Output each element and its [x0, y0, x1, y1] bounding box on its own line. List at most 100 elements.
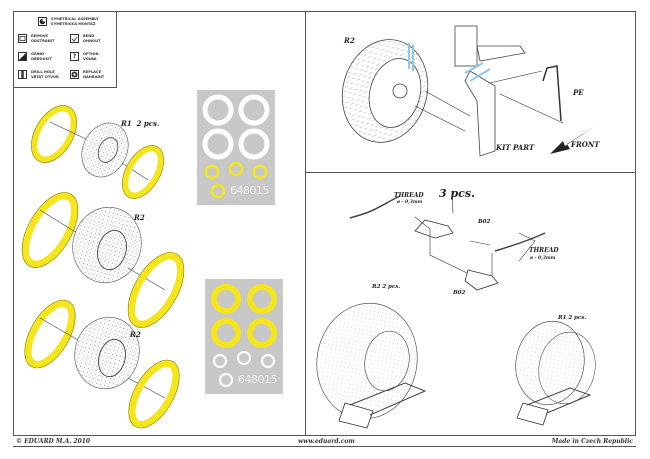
website-link[interactable]: www.eduard.com: [298, 438, 355, 445]
chock-assembled: [338, 402, 374, 429]
thread-triangle: [518, 232, 536, 262]
chock-label: B02: [453, 290, 466, 296]
wheel-r2-assembly-1: [21, 192, 185, 328]
mask-ring-outer-left-edge: [31, 105, 77, 163]
mask-sheet-1: 648015: [197, 90, 275, 205]
legend-label: VOLBA: [83, 56, 97, 61]
thread-spec: ø - 0,3mm: [397, 200, 423, 205]
footer: © EDUARD M.A. 2010 www.eduard.com Made i…: [13, 436, 636, 447]
replace-icon: [70, 70, 79, 79]
wheel-r2-assembly-2: [24, 299, 180, 429]
mask-ring-outer-left: [21, 192, 79, 268]
assembly-arrow: [39, 209, 78, 234]
wheel-r1-tire: [81, 122, 129, 178]
origin-text: Made in Czech Republic: [551, 438, 633, 445]
footer-bottom-line: [13, 446, 636, 447]
legend-label: ODSTRANIT: [31, 38, 55, 43]
vertical-divider: [305, 11, 306, 436]
blue-highlight: [408, 43, 414, 71]
mask-ring-outer-right: [128, 359, 180, 429]
assembly-arrow: [451, 191, 454, 214]
copyright: © EDUARD M.A. 2010: [16, 438, 91, 445]
chock-strap: [526, 387, 592, 414]
thread-label: THREAD: [529, 247, 559, 254]
mask-ring-outer-right-edge: [128, 359, 180, 429]
mask-small-yellow: [252, 164, 268, 180]
legend-label: DRILL HOLE: [31, 70, 55, 74]
wheel-r1-tire-back: [538, 331, 596, 405]
left-panel-drawings: [21, 105, 185, 429]
mask-small-white: [219, 373, 233, 387]
wheel-r1-hub: [97, 137, 119, 163]
blue-highlight: [464, 62, 491, 82]
wheel-label: R2: [134, 213, 145, 222]
mask-large-white: [202, 128, 234, 160]
mask-ring-outer-right-edge: [122, 145, 164, 199]
legend-label: GRIND: [31, 52, 45, 56]
quantity-label: 3 pcs.: [439, 187, 475, 200]
mask-large-yellow: [211, 318, 241, 348]
pe-label: PE: [573, 88, 584, 97]
option-icon: ?: [70, 52, 79, 61]
thread-label: THREAD: [394, 192, 424, 199]
mask-ring-outer-left: [31, 105, 77, 163]
symmetrical-assembly-icon: [38, 17, 47, 26]
assembly-arrow: [121, 162, 149, 181]
legend-label: REMOVE: [31, 34, 48, 38]
wheel-label: R2: [344, 36, 355, 45]
mask-large-white: [238, 128, 270, 160]
assembly-arrow: [49, 121, 89, 141]
horizontal-divider: [305, 172, 636, 173]
mask-small-white: [213, 354, 227, 368]
mask-ring-outer-left-edge: [21, 192, 79, 268]
legend-label: SYMETRICAL ASSEMBLY: [51, 17, 99, 21]
legend-label: VRTAT OTVOR: [31, 74, 59, 79]
mask-ring-outer-right: [127, 252, 185, 328]
part-number: R1: [121, 119, 132, 128]
mask-ring-outer-left: [24, 299, 76, 369]
torque-link: [476, 45, 526, 62]
grind-icon: [18, 52, 27, 61]
top-right-drawing: [341, 25, 595, 157]
wheel-r1-assembly: [31, 105, 164, 199]
thread-spec: ø - 0,3mm: [530, 256, 556, 261]
main-wheel-hub: [368, 58, 422, 128]
legend-label: OBROUSIT: [31, 56, 52, 61]
wheel-r2-hub: [97, 229, 127, 271]
thread-2: [494, 232, 546, 252]
assembly-arrow: [127, 377, 166, 399]
legend-label: BEND: [83, 34, 95, 38]
mask-large-yellow: [247, 318, 277, 348]
wheel-r2-tire: [316, 302, 418, 420]
wheel-label: R2: [130, 330, 141, 339]
wheel-label: R1 2 pcs.: [121, 119, 159, 128]
wheel-r1-tire: [515, 320, 585, 406]
quantity: 2 pcs.: [136, 119, 160, 128]
mask-large-yellow: [211, 284, 241, 314]
legend-label: OPTION: [83, 52, 99, 56]
chock-b02-lower: [464, 269, 499, 291]
mask-ring-outer-left-edge: [24, 299, 76, 369]
mask-sheet-2: 648015: [205, 279, 283, 394]
wheel-label: R2 2 pcs.: [372, 284, 401, 290]
legend-label: OHNOUT: [83, 38, 101, 43]
drill-hole-icon: [18, 70, 27, 79]
mask-small-yellow: [210, 183, 226, 199]
leader-line: [489, 70, 543, 84]
mask-small-white: [237, 351, 251, 365]
kit-part-label: KIT PART: [496, 143, 535, 152]
wheel-r2-tire: [74, 316, 140, 390]
chock-b02-upper: [414, 219, 454, 239]
chock-label: B02: [478, 219, 491, 225]
leader-line: [499, 93, 564, 124]
legend-label: REPLACE: [83, 70, 102, 74]
page-frame: [13, 11, 636, 436]
assembly-arrow: [39, 317, 79, 341]
assembly-arrow: [414, 105, 466, 132]
wheel-r2-tire: [72, 206, 142, 284]
kit-part-bracket: [464, 70, 496, 157]
legend-label: NAHRADIT: [83, 74, 105, 79]
